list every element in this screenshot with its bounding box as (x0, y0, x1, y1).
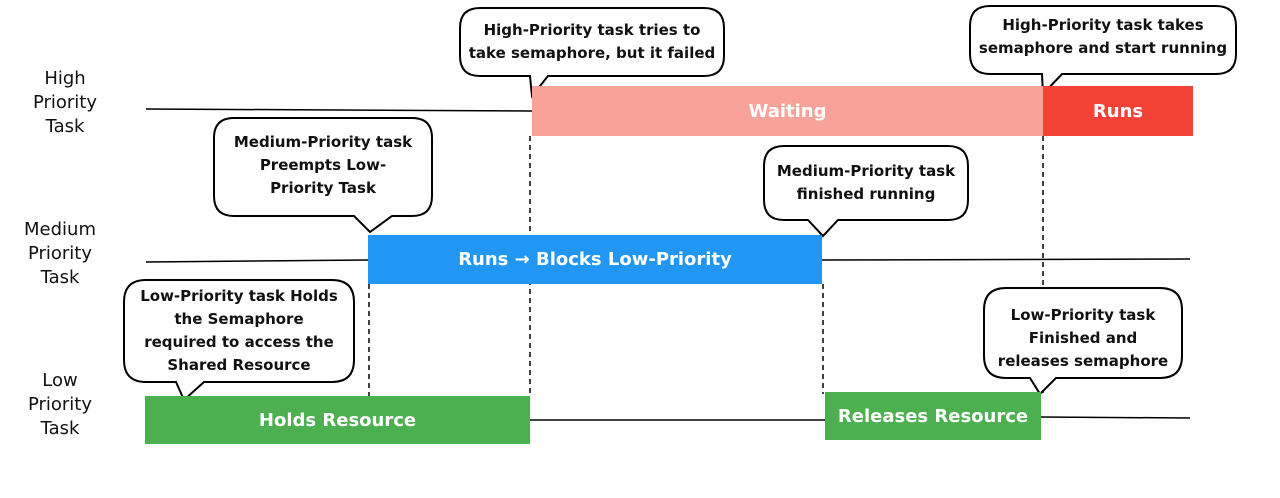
row-label-high-line3: Task (45, 116, 85, 137)
callout-medium-preempts-line1: Medium-Priority task (233, 133, 413, 151)
callout-low-finished-line3: releases semaphore (997, 352, 1169, 370)
row-label-low-line2: Priority (27, 394, 93, 415)
medium-timeline-line-right (821, 258, 1191, 261)
callout-high-tries: High-Priority task tries to take semapho… (460, 19, 724, 65)
bar-high-waiting: Waiting (532, 86, 1043, 136)
callout-low-holds-line2: the Semaphore (174, 310, 304, 328)
row-label-low: Low Priority Task (5, 369, 115, 441)
callout-low-finished-line1: Low-Priority task (1010, 306, 1156, 324)
medium-timeline-line-left (145, 259, 369, 263)
callout-low-finished-line2: Finished and (1028, 329, 1138, 347)
row-label-medium-line3: Task (40, 267, 80, 288)
callout-low-holds-line4: Shared Resource (167, 356, 311, 374)
callout-high-takes-line1: High-Priority task takes (1002, 16, 1204, 34)
callout-medium-finished-line2: finished running (796, 185, 936, 203)
bar-high-runs: Runs (1043, 86, 1193, 136)
callout-high-tries-line1: High-Priority task tries to (483, 21, 701, 39)
row-label-medium-line2: Priority (27, 243, 93, 264)
low-timeline-line-right (1039, 416, 1191, 419)
callout-low-holds: Low-Priority task Holds the Semaphore re… (124, 285, 354, 377)
row-label-high-line1: High (44, 68, 86, 89)
callout-medium-finished: Medium-Priority task finished running (764, 160, 968, 206)
row-label-high-line2: Priority (32, 92, 98, 113)
bar-medium-runs: Runs → Blocks Low-Priority (368, 235, 822, 284)
bar-low-holds: Holds Resource (145, 396, 530, 444)
bar-low-releases: Releases Resource (825, 392, 1041, 440)
callout-high-tries-line2: take semaphore, but it failed (468, 44, 716, 62)
callout-low-holds-line1: Low-Priority task Holds (140, 287, 338, 305)
row-label-high: High Priority Task (10, 67, 120, 139)
callout-high-takes: High-Priority task takes semaphore and s… (970, 14, 1236, 60)
high-timeline-line (145, 108, 533, 112)
row-label-low-line3: Task (40, 418, 80, 439)
callout-bubble-low-holds (123, 279, 355, 402)
callout-bubble-low-finished (983, 287, 1183, 396)
callout-low-finished: Low-Priority task Finished and releases … (984, 304, 1182, 373)
callout-low-holds-line3: required to access the (144, 333, 334, 351)
callout-medium-preempts: Medium-Priority task Preempts Low- Prior… (214, 131, 432, 200)
row-label-low-line1: Low (42, 370, 78, 391)
callout-bubble-high-takes (969, 5, 1237, 97)
callout-bubble-medium-preempts (213, 117, 433, 234)
callout-bubble-medium-finished (763, 145, 969, 238)
callout-medium-finished-line1: Medium-Priority task (776, 162, 956, 180)
row-label-medium-line1: Medium (24, 219, 96, 240)
callout-medium-preempts-line2: Preempts Low- (259, 156, 387, 174)
callout-medium-preempts-line3: Priority Task (270, 179, 376, 197)
callout-high-takes-line2: semaphore and start running (978, 39, 1228, 57)
row-label-medium: Medium Priority Task (5, 218, 115, 290)
